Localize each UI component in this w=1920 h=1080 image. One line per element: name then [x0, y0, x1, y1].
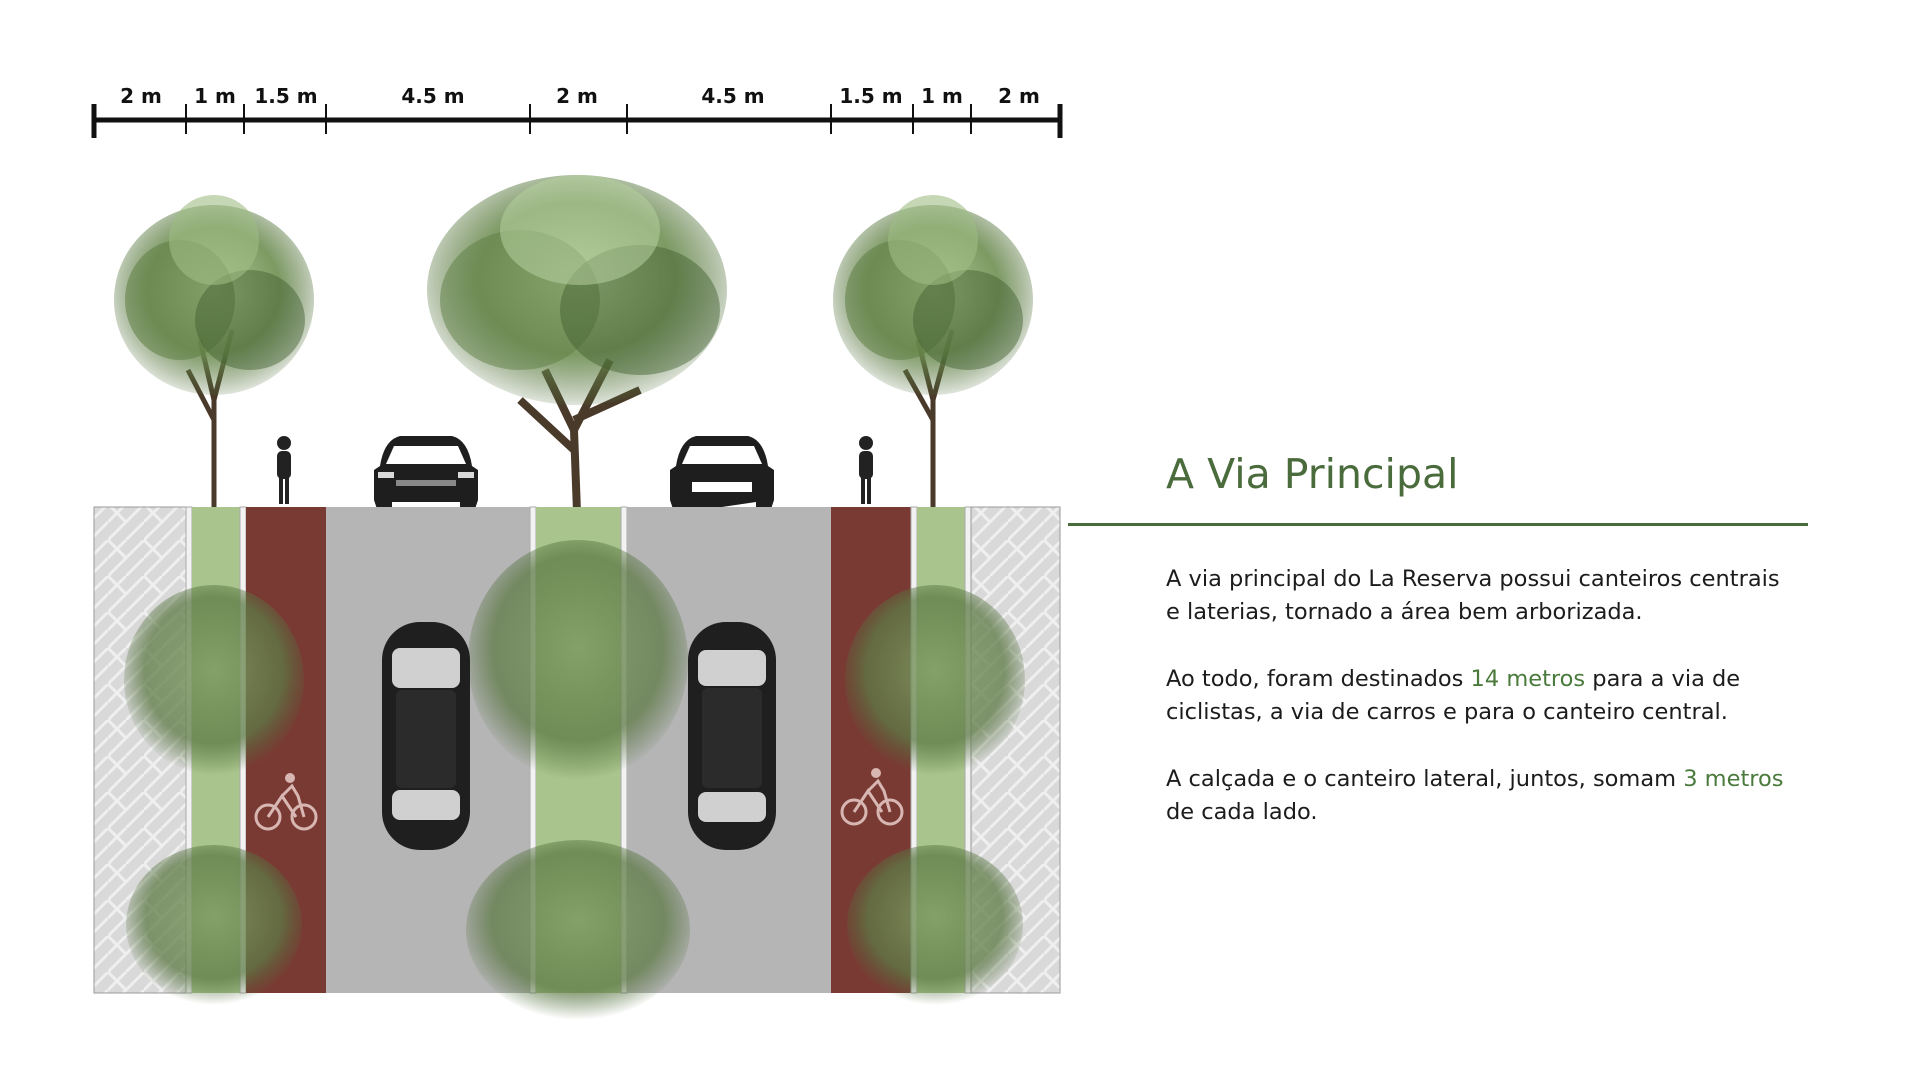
scale-label-bikelane-left: 1.5 m: [254, 84, 317, 108]
paragraph-text: de cada lado.: [1166, 799, 1318, 825]
description-paragraph-2: Ao todo, foram destinados 14 metros para…: [1166, 663, 1796, 729]
elevation-view: [114, 175, 1033, 513]
car-icon: [688, 622, 776, 850]
description-panel: A Via Principal: [1166, 450, 1806, 499]
paragraph-text: A calçada e o canteiro lateral, juntos, …: [1166, 766, 1684, 792]
paragraph-text: para a via de ciclistas, a via de carros…: [1166, 666, 1741, 725]
car-icon: [382, 622, 470, 850]
car-icon: [670, 436, 774, 512]
paragraph-text: A via principal do La Reserva possui can…: [1166, 566, 1780, 625]
scale-label-planter-left: 1 m: [194, 84, 236, 108]
description-paragraph-3: A calçada e o canteiro lateral, juntos, …: [1166, 763, 1796, 829]
plan-view: [93, 506, 1061, 1020]
scale-label-sidewalk-right: 2 m: [998, 84, 1040, 108]
page-title: A Via Principal: [1166, 450, 1459, 498]
scale-label-bikelane-right: 1.5 m: [839, 84, 902, 108]
tree-canopy-plan: [124, 540, 1025, 1020]
scale-label-road-left: 4.5 m: [401, 84, 464, 108]
tree-icon: [114, 195, 314, 512]
tree-icon: [427, 175, 727, 513]
bicycle-icon: [254, 773, 318, 831]
paragraph-text: Ao todo, foram destinados: [1166, 666, 1471, 692]
bicycle-icon: [840, 768, 904, 826]
scale-label-road-right: 4.5 m: [701, 84, 764, 108]
scale-label-sidewalk-left: 2 m: [120, 84, 162, 108]
cyclist-icon: [277, 436, 291, 504]
tree-icon: [833, 195, 1033, 512]
title-divider: [1068, 523, 1808, 526]
scale-label-planter-right: 1 m: [921, 84, 963, 108]
cyclist-icon: [859, 436, 873, 504]
description-paragraph-1: A via principal do La Reserva possui can…: [1166, 563, 1796, 629]
dimension-scale: 2 m 1 m 1.5 m 4.5 m 2 m 4.5 m 1.5 m 1 m …: [91, 84, 1063, 138]
car-icon: [374, 436, 478, 512]
highlight-measure: 14 metros: [1470, 666, 1586, 692]
highlight-measure: 3 metros: [1683, 766, 1784, 792]
scale-label-median: 2 m: [556, 84, 598, 108]
